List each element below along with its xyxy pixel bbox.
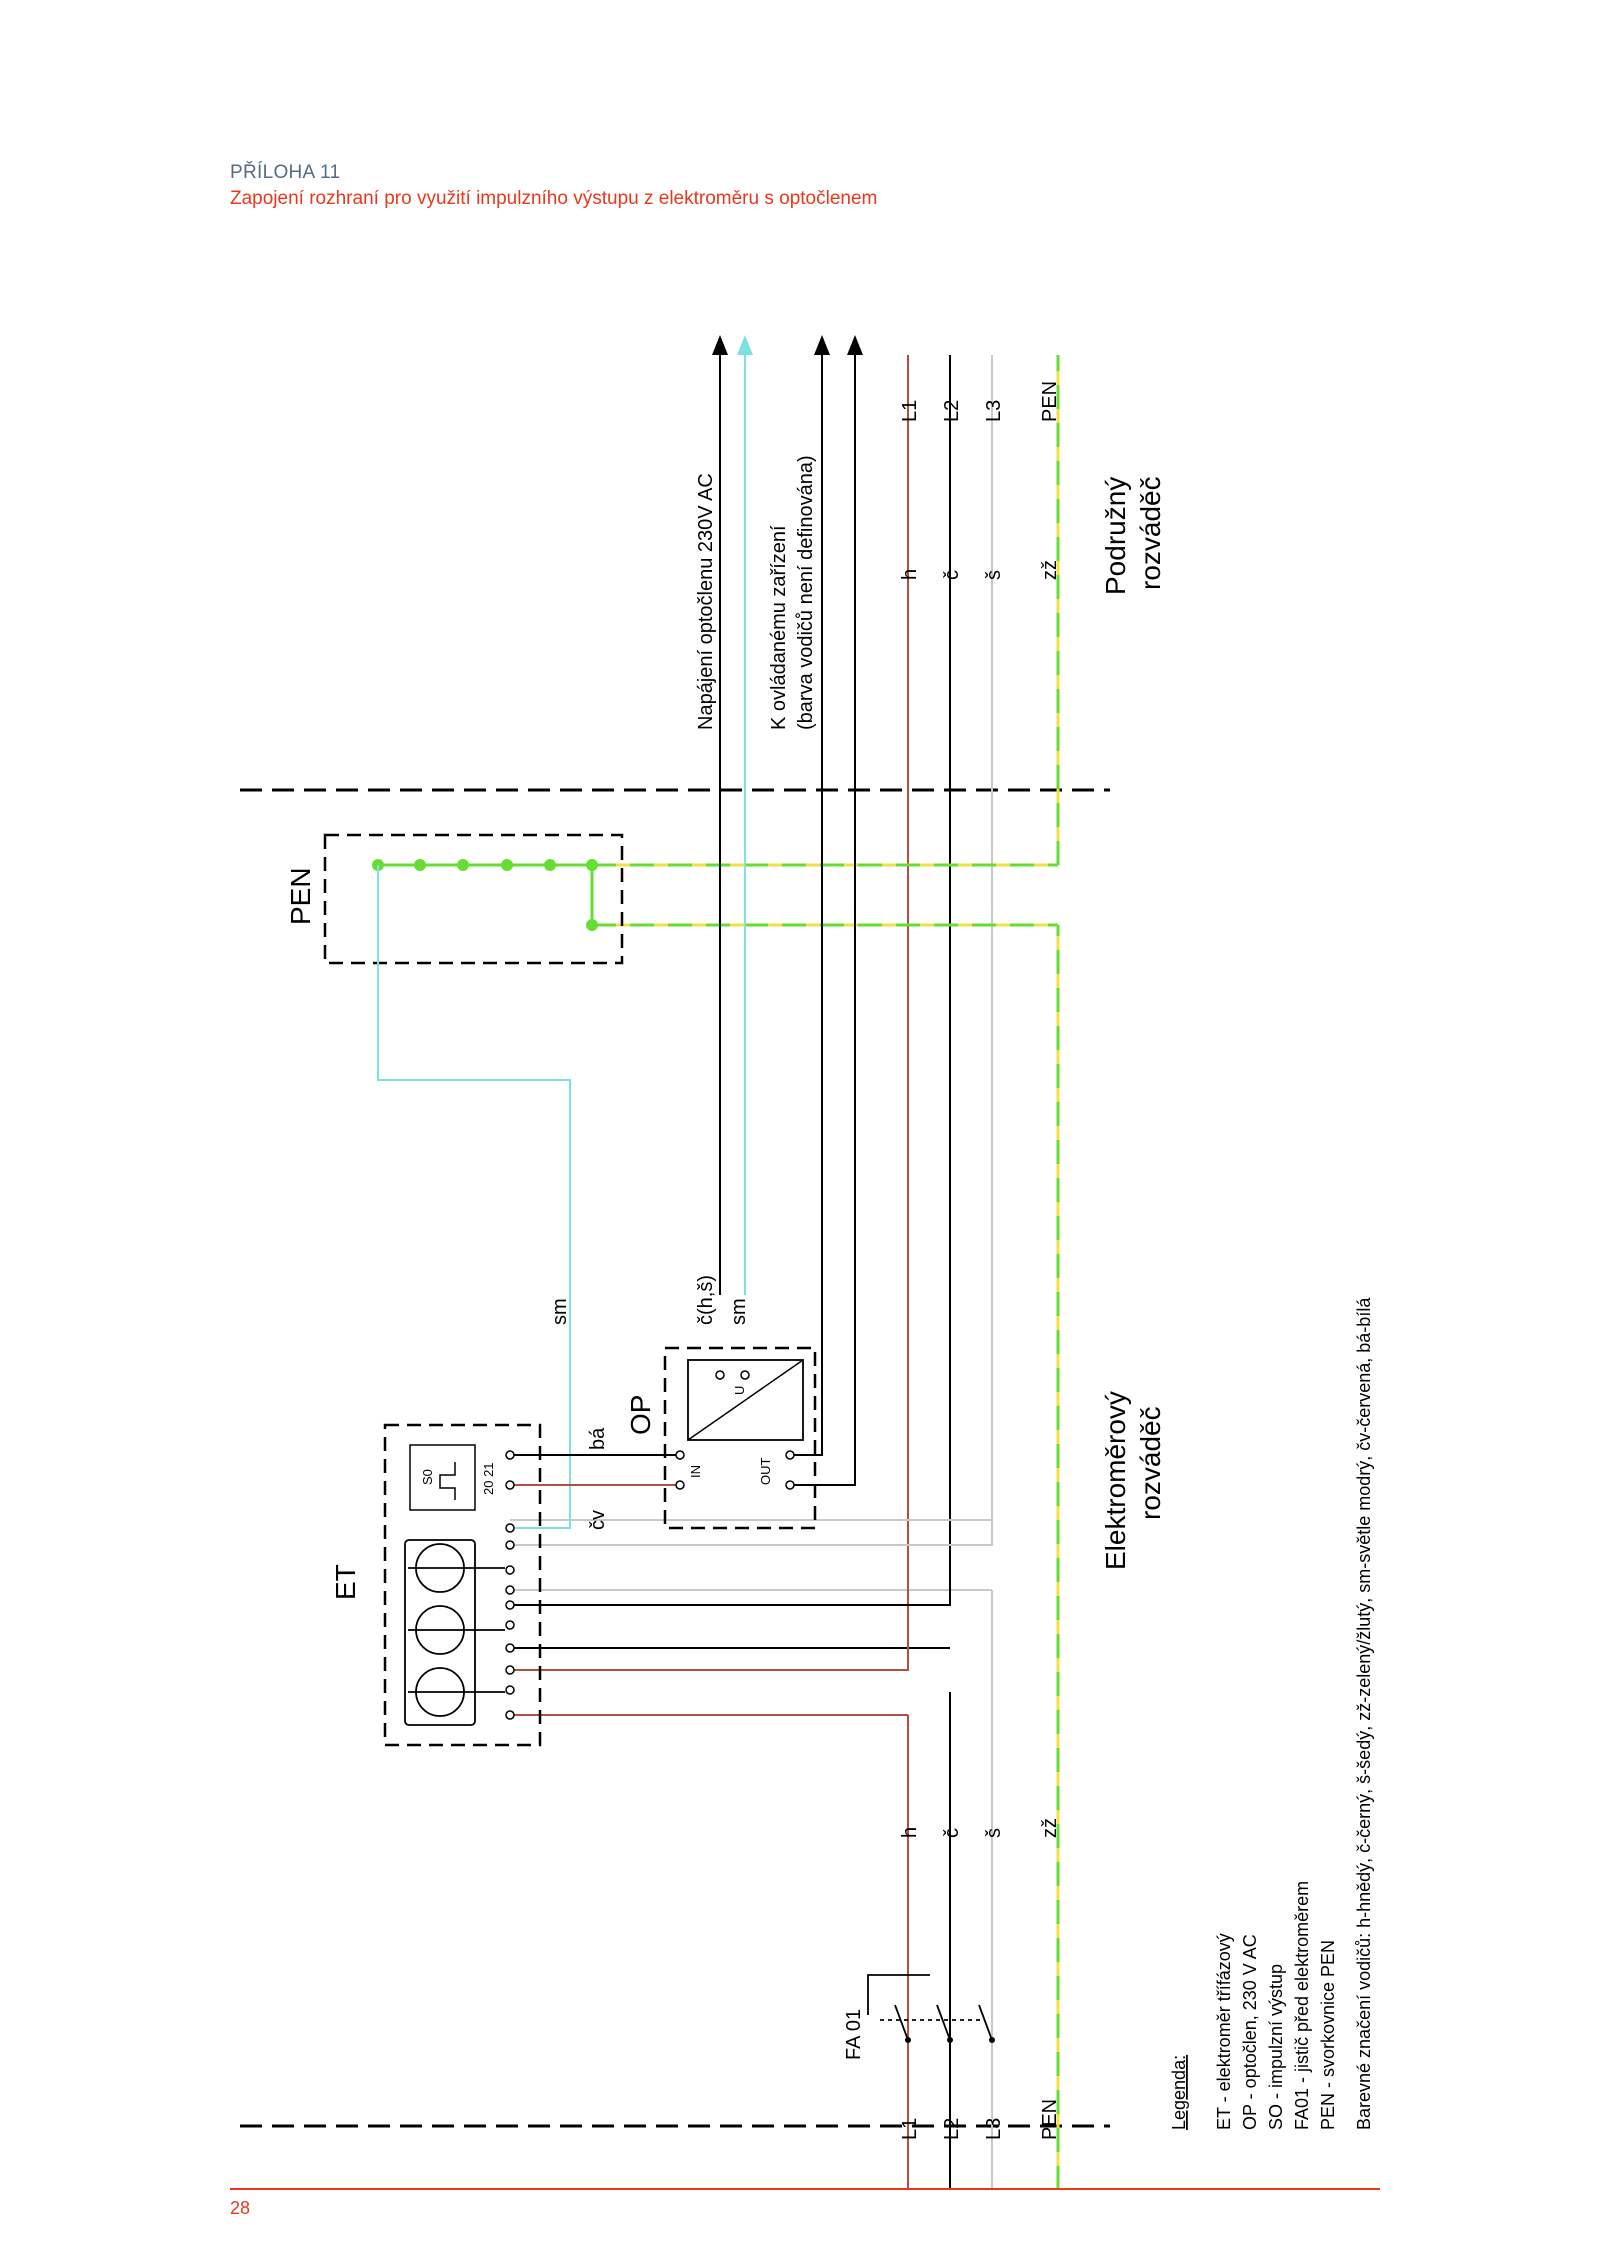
section-left-2: rozváděč xyxy=(1135,1406,1166,1520)
s0-terminals-label: 20 21 xyxy=(481,1462,496,1495)
wire-sm-pen xyxy=(377,865,571,1529)
wire-device-1 xyxy=(790,345,823,1456)
s0-label: S0 xyxy=(420,1469,435,1485)
bus-label-right-l2: L2 xyxy=(941,400,963,422)
op-out-label: OUT xyxy=(758,1458,773,1486)
bus-label-l3: L3 xyxy=(983,2118,1005,2140)
wire-label-c-left: č xyxy=(941,1828,963,1838)
bus-label-right-pen: PEN xyxy=(1039,381,1061,422)
wire-label-s-left: š xyxy=(983,1828,1005,1838)
note-device-1: K ovládanému zařízení xyxy=(768,525,790,730)
page-subtitle: Zapojení rozhraní pro využití impulzního… xyxy=(230,188,878,209)
bus-label-pen: PEN xyxy=(1039,2099,1061,2140)
s0-box xyxy=(409,1444,476,1511)
arrow-supply-black xyxy=(712,335,728,355)
op-u-label: U xyxy=(732,1386,747,1395)
wire-l3-out xyxy=(510,355,993,1546)
wire-label-c-right: č xyxy=(941,570,963,580)
op-diag xyxy=(687,1359,804,1441)
legend-item: FA01 - jistič před elektroměrem xyxy=(1292,1881,1312,2130)
legend-colors: Barevné značení vodičů: h-hnědý, č-černý… xyxy=(1354,1297,1374,2130)
bus-label-right-l3: L3 xyxy=(983,400,1005,422)
wire-l2-out xyxy=(510,355,951,1606)
op-in-label: IN xyxy=(688,1465,703,1478)
arrow-device-1 xyxy=(814,335,830,355)
op-label: OP xyxy=(625,1395,656,1435)
wire-label-h-right: h xyxy=(899,569,921,580)
pen-block xyxy=(323,833,624,965)
page-number: 28 xyxy=(230,2198,251,2218)
wire-label-h-left: h xyxy=(899,1827,921,1838)
wire-label-cv: čv xyxy=(587,1510,609,1530)
meter-coils xyxy=(404,1539,505,1726)
op-inner xyxy=(687,1359,804,1441)
meter-label: ET xyxy=(330,1564,361,1600)
section-left-1: Elektroměrový xyxy=(1100,1391,1131,1570)
section-right-1: Podružný xyxy=(1100,477,1131,595)
pen-block-label: PEN xyxy=(285,867,316,925)
bus-label-l1: L1 xyxy=(899,2118,921,2140)
wire-label-ba: bá xyxy=(587,1427,609,1450)
legend-item: OP - optočlen, 230 V AC xyxy=(1240,1934,1260,2130)
legend-title: Legenda: xyxy=(1169,2055,1189,2130)
breaker-dots xyxy=(905,2037,995,2043)
wire-label-zz-left: zž xyxy=(1039,1818,1061,1838)
wire-label-zz-right: zž xyxy=(1039,560,1061,580)
legend-item: SO - impulzní výstup xyxy=(1266,1964,1286,2130)
page-title: PŘÍLOHA 11 xyxy=(230,162,341,183)
wire-label-sm-left: sm xyxy=(549,1298,571,1325)
wire-label-sm-right: sm xyxy=(728,1298,750,1325)
legend-item: ET - elektroměr třífázový xyxy=(1214,1933,1234,2130)
meter-terminals xyxy=(505,1450,515,1720)
pen-terminal-dots xyxy=(372,859,598,931)
note-device-2: (barva vodičů není definována) xyxy=(795,455,817,730)
arrow-device-2 xyxy=(847,335,863,355)
arrow-supply-blue xyxy=(737,335,753,355)
note-supply: Napájení optočlenu 230V AC xyxy=(695,473,717,730)
breaker-label: FA 01 xyxy=(843,2009,865,2060)
s0-pulse-icon xyxy=(439,1462,456,1500)
section-right-2: rozváděč xyxy=(1135,476,1166,590)
wire-l1-out xyxy=(510,355,909,1671)
meter-box xyxy=(383,1423,542,1747)
wire-label-ch-s: č(h,š) xyxy=(695,1275,717,1325)
legend-item: PEN - svorkovnice PEN xyxy=(1318,1940,1338,2130)
wire-device-2 xyxy=(790,345,856,1486)
op-box xyxy=(663,1346,817,1530)
wire-label-s-right: š xyxy=(983,570,1005,580)
bus-label-l2: L2 xyxy=(941,2118,963,2140)
footer-rule xyxy=(230,2188,1380,2190)
bus-label-right-l1: L1 xyxy=(899,400,921,422)
op-terminals xyxy=(675,1370,795,1490)
breaker-fa01 xyxy=(867,1974,993,2041)
